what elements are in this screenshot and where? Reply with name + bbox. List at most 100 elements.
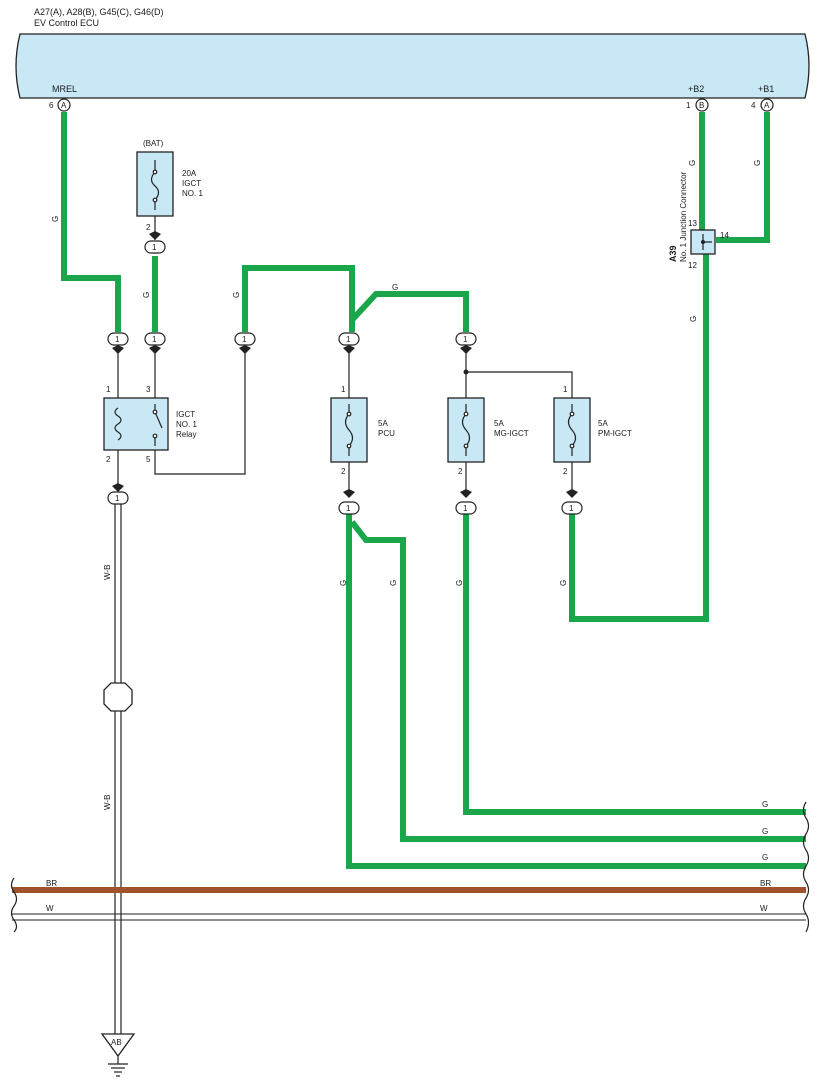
ecu-name-label: EV Control ECU (34, 18, 99, 28)
wire-to-mg-fuse (349, 291, 469, 332)
wire-pcu-out-1 (346, 512, 806, 869)
wire-label-g-b2: G (688, 160, 697, 166)
svg-text:1: 1 (115, 494, 120, 503)
pin-num-1: 1 (686, 101, 691, 110)
svg-text:1: 1 (346, 504, 351, 513)
wire-mrel (61, 112, 121, 332)
break-mark-left (10, 877, 18, 933)
fuse-pcu-pin-bottom: 2 (341, 467, 346, 476)
ground-label: AB (111, 1038, 122, 1047)
wire-label-br-right: BR (760, 879, 771, 888)
wire-w-bus (12, 913, 806, 921)
wire-junction-out (569, 254, 709, 622)
connector-relay-3: 1 (144, 332, 166, 354)
svg-text:1: 1 (346, 335, 351, 344)
wire-label-g-pcu-2: G (389, 580, 398, 586)
svg-text:1: 1 (242, 335, 247, 344)
wire-relay-out (242, 265, 355, 332)
connector-pcu-out: 1 (338, 489, 360, 515)
fuse-pm-symbol (567, 404, 577, 456)
wire-label-g-top: G (392, 283, 398, 292)
relay-name2: NO. 1 (176, 420, 197, 429)
fuse-pcu-symbol (344, 404, 354, 456)
ecu-pin-b1 (695, 98, 709, 112)
relay-box (103, 397, 169, 451)
connector-relay-1: 1 (107, 332, 129, 354)
pin-label-b2: +B2 (688, 84, 704, 94)
ecu-connectors-label: A27(A), A28(B), G45(C), G46(D) (34, 7, 164, 17)
wire-label-w-left: W (46, 904, 54, 913)
fuse-mg-rating: 5A (494, 419, 504, 428)
pin-conn-a6: A (61, 101, 67, 110)
wire-label-wb-2: W-B (103, 795, 112, 810)
wire-label-g-mg: G (455, 580, 464, 586)
connector-relay-out: 1 (234, 332, 256, 354)
junction-name: No. 1 Junction Connector (679, 171, 688, 262)
wire-label-g-out-1: G (762, 800, 768, 809)
pin-conn-a4: A (764, 101, 770, 110)
pin-conn-b1: B (699, 101, 704, 110)
fuse-pm-name: PM-IGCT (598, 429, 632, 438)
fuse-pcu-rating: 5A (378, 419, 388, 428)
junction-pin-13: 13 (688, 219, 697, 228)
svg-text:1: 1 (115, 335, 120, 344)
wire-label-br-left: BR (46, 879, 57, 888)
ecu-body (15, 33, 810, 99)
relay-pin-5: 5 (146, 455, 151, 464)
pin-num-4: 4 (751, 101, 756, 110)
wire-label-w-right: W (760, 904, 768, 913)
svg-text:1: 1 (463, 504, 468, 513)
fuse-mg-symbol (461, 404, 471, 456)
wire-label-g-junction: G (689, 316, 698, 322)
fuse-mg-name: MG-IGCT (494, 429, 529, 438)
relay-pin-2: 2 (106, 455, 111, 464)
connector-relay-2: 1 (107, 483, 129, 505)
fuse-igct-source: (BAT) (143, 139, 164, 148)
fuse-pm-pin-top: 1 (563, 385, 568, 394)
connector-mg-out: 1 (455, 489, 477, 515)
junction-pin-12: 12 (688, 261, 697, 270)
wire-relay-5 (154, 350, 246, 475)
ecu-pin-a4 (760, 98, 774, 112)
relay-pin-3: 3 (146, 385, 151, 394)
wire-pm-feed (465, 350, 573, 398)
fuse-igct-name2: NO. 1 (182, 189, 203, 198)
junction-code: A39 (668, 245, 678, 262)
fuse-igct-pin: 2 (146, 223, 151, 232)
junction-pin-14: 14 (720, 231, 729, 240)
wire-label-g-fuse: G (142, 292, 151, 298)
pin-label-b1: +B1 (758, 84, 774, 94)
relay-name1: IGCT (176, 410, 195, 419)
wire-label-g-out-3: G (762, 853, 768, 862)
connector-mg-in: 1 (455, 332, 477, 354)
wire-label-wb-1: W-B (103, 565, 112, 580)
svg-text:1: 1 (463, 335, 468, 344)
wire-label-g-out-2: G (762, 827, 768, 836)
pin-num-6: 6 (49, 101, 54, 110)
wire-label-g-pm: G (559, 580, 568, 586)
ground-splice-octagon (103, 682, 133, 712)
wire-wb (114, 500, 122, 1034)
wire-b1 (716, 112, 770, 243)
wire-pcu-out-2 (349, 520, 806, 842)
relay-coil-icon (114, 407, 122, 441)
fuse-pcu-pin-top: 1 (341, 385, 346, 394)
fuse-igct-name1: IGCT (182, 179, 201, 188)
fuse-pm-rating: 5A (598, 419, 608, 428)
fuse-igct-rating: 20A (182, 169, 197, 178)
svg-text:1: 1 (569, 504, 574, 513)
fuse-pcu-name: PCU (378, 429, 395, 438)
connector-pcu-in: 1 (338, 332, 360, 354)
ecu-pin-a6 (57, 98, 71, 112)
relay-pin-1: 1 (106, 385, 111, 394)
pin-label-mrel: MREL (52, 84, 77, 94)
wire-label-g-pcu-1: G (339, 580, 348, 586)
svg-text:1: 1 (152, 243, 157, 252)
connector-pm-out: 1 (561, 489, 583, 515)
fuse-igct-symbol (150, 160, 160, 210)
relay-name3: Relay (176, 430, 196, 439)
wire-mg-out (463, 512, 806, 815)
ground-icon: AB (100, 1033, 136, 1077)
fuse-pm-pin-bottom: 2 (563, 467, 568, 476)
